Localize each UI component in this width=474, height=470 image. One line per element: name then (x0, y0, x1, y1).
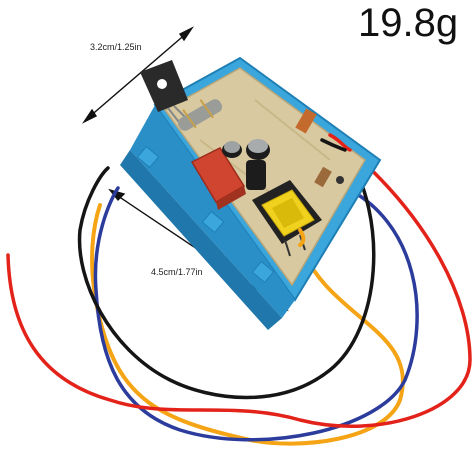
black-wire (77, 148, 376, 400)
electrolytic-capacitors (222, 139, 270, 190)
resistor (177, 99, 223, 131)
wire-bundle (6, 148, 472, 446)
blue-wire (93, 183, 419, 442)
film-capacitor (190, 147, 246, 210)
wire-entry (298, 133, 352, 247)
length-dimension-label: 4.5cm/1.77in (151, 267, 203, 277)
weight-label: 19.8g (358, 1, 459, 45)
transformer (252, 180, 322, 257)
red-wire (6, 148, 472, 428)
width-dimension-label: 3.2cm/1.25in (90, 42, 142, 52)
width-dimension-arrow (81, 26, 195, 124)
small-components (295, 108, 344, 188)
